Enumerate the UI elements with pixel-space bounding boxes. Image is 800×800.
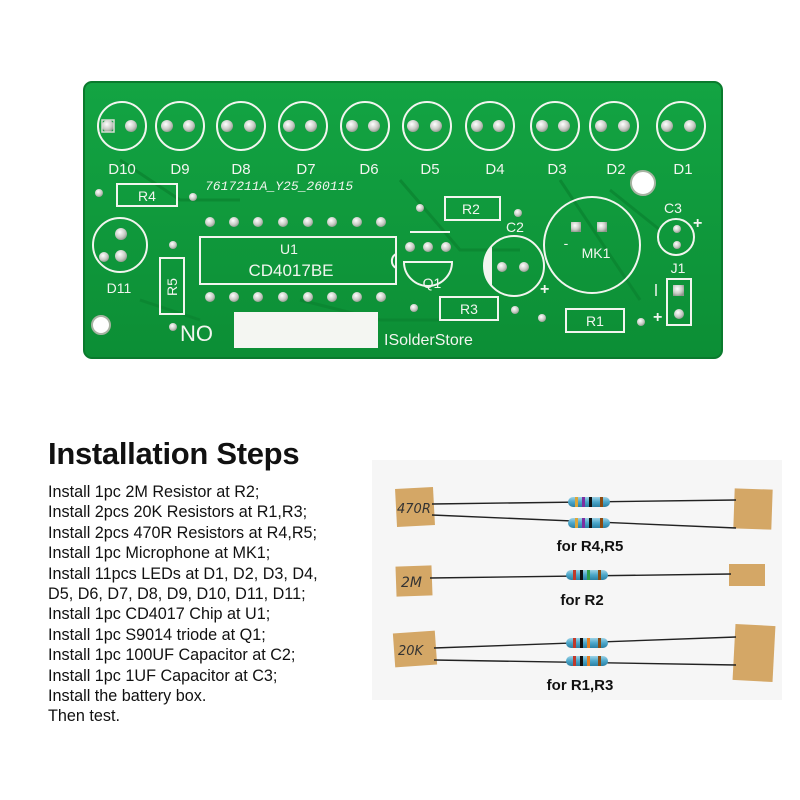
c3-footprint: C3 + [657, 200, 702, 256]
r4-label: R4 [138, 188, 156, 204]
tape-tag [733, 488, 773, 530]
step-item: Install 2pcs 20K Resistors at R1,R3; [48, 503, 308, 522]
pcb-board: D10 D9 D8 D7 D6 D5 D4 D3 D2 D1 7617211A_… [83, 81, 723, 359]
resistor-groups: 470R for R4,R5 2M for R2 20K for R1,R3 [372, 460, 782, 700]
c2-plus-mark: + [540, 281, 549, 298]
led-footprint [402, 101, 452, 151]
led-row [97, 101, 706, 151]
j1-footprint: J1 + [653, 260, 692, 326]
mk1-minus-mark: - [564, 235, 569, 251]
led-label: D7 [296, 161, 315, 178]
c2-footprint: C2 + [483, 219, 549, 298]
resistor-caption: for R1,R3 [547, 677, 614, 694]
serial-number: 7617211A_Y25_260115 [205, 179, 353, 194]
led-footprint [340, 101, 390, 151]
led-label: D2 [606, 161, 625, 178]
resistor-group-20k: 20K for R1,R3 [392, 623, 776, 694]
mk1-footprint: - MK1 [543, 196, 641, 294]
mounting-hole [91, 315, 111, 335]
resistor-caption: for R2 [560, 592, 603, 609]
led-footprint [530, 101, 580, 151]
u1-label: U1 [280, 241, 298, 257]
resistor-body [566, 656, 608, 666]
led-footprint [216, 101, 266, 151]
led-footprint [656, 101, 706, 151]
step-item: Install 1pc 100UF Capacitor at C2; [48, 646, 296, 665]
tape-tag [395, 487, 435, 527]
resistor-body [566, 570, 608, 580]
resistor-photo: 470R for R4,R5 2M for R2 20K for R1,R3 [372, 460, 782, 700]
no-label: NO [180, 321, 213, 346]
mk1-label: MK1 [582, 245, 611, 261]
tape-tag [732, 623, 776, 683]
r5-label: R5 [164, 278, 180, 296]
led-label: D9 [170, 161, 189, 178]
led-label: D8 [231, 161, 250, 178]
resistor-body [566, 638, 608, 648]
c2-label: C2 [506, 219, 524, 235]
r2-label: R2 [462, 201, 480, 217]
pcb-substrate [83, 81, 723, 359]
r1-label: R1 [586, 313, 604, 329]
q1-footprint: Q1 [402, 231, 454, 291]
resistor-group-470r: 470R for R4,R5 [395, 487, 773, 555]
c3-plus-mark: + [693, 215, 702, 232]
step-item: Install 11pcs LEDs at D1, D2, D3, D4, [48, 564, 318, 583]
resistor-body [568, 518, 610, 528]
led-label: D4 [485, 161, 504, 178]
resistor-caption: for R4,R5 [557, 538, 624, 555]
resistor-tag-text: 470R [397, 502, 431, 517]
step-item: Install 1pc CD4017 Chip at U1; [48, 605, 271, 624]
tape-tag [392, 630, 438, 668]
step-item: Install the battery box. [48, 687, 207, 706]
step-item: D5, D6, D7, D8, D9, D10, D11, D11; [48, 585, 306, 604]
r4-footprint: R4 [95, 183, 197, 207]
r2-footprint: R2 [416, 196, 522, 221]
resistor-group-2m: 2M for R2 [395, 564, 765, 609]
led-footprint [278, 101, 328, 151]
d11-footprint: D11 [92, 217, 148, 296]
j1-plus-mark: + [653, 309, 662, 326]
mounting-hole [630, 170, 656, 196]
step-item: Install 2pcs 470R Resistors at R4,R5; [48, 523, 318, 542]
r3-label: R3 [460, 301, 478, 317]
chip-label: CD4017BE [248, 261, 333, 280]
tape-tag [395, 565, 433, 597]
step-item: Install 1pc 2M Resistor at R2; [48, 483, 260, 501]
pcb-board-photo: D10 D9 D8 D7 D6 D5 D4 D3 D2 D1 7617211A_… [83, 81, 723, 359]
led-footprint [97, 101, 147, 151]
step-item: Install 1pc 1UF Capacitor at C3; [48, 666, 278, 685]
led-label: D1 [673, 161, 692, 178]
step-item: Install 1pc Microphone at MK1; [48, 544, 271, 563]
brand-label: ISolderStore [384, 332, 473, 349]
step-item: Install 1pc S9014 triode at Q1; [48, 625, 266, 644]
r5-footprint: R5 [159, 241, 185, 331]
led-label: D10 [108, 161, 136, 178]
resistor-tag-text: 2M [401, 575, 422, 591]
step-item: Then test. [48, 707, 120, 726]
r1-footprint: R1 [538, 308, 645, 333]
led-footprint [465, 101, 515, 151]
c3-label: C3 [664, 200, 682, 216]
tape-tag [729, 564, 765, 586]
led-label: D3 [547, 161, 566, 178]
led-footprint [589, 101, 639, 151]
led-label: D6 [359, 161, 378, 178]
d11-label: D11 [107, 280, 132, 296]
installation-steps: Installation Steps Install 1pc 2M Resist… [48, 436, 378, 727]
q1-label: Q1 [423, 275, 442, 291]
led-label: D5 [420, 161, 439, 178]
r3-footprint: R3 [410, 296, 519, 321]
u1-footprint: U1 CD4017BE [199, 217, 397, 302]
blank-silkscreen-label [234, 312, 378, 348]
steps-title: Installation Steps [48, 436, 300, 471]
resistor-body [568, 497, 610, 507]
resistor-tag-text: 20K [398, 644, 425, 659]
led-footprint [155, 101, 205, 151]
j1-label: J1 [671, 260, 686, 276]
